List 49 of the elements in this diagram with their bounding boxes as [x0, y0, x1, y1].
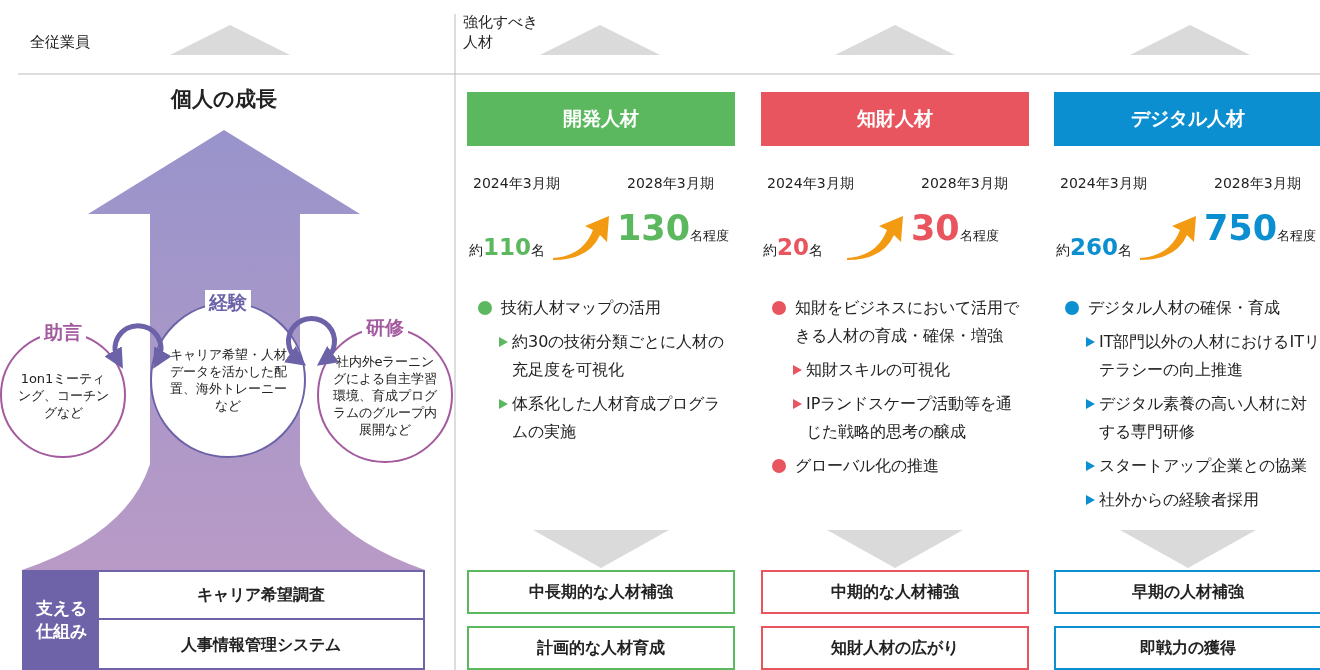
header-label: 全従業員	[30, 32, 91, 52]
header-bar: デジタル人材	[1054, 92, 1320, 146]
result-box: 中長期的な人材補強	[467, 570, 735, 614]
sub-bullet-text: スタートアップ企業との協業	[1099, 455, 1307, 477]
bullet-text: グローバル化の推進	[795, 455, 939, 477]
year-label: 2024年3月期	[767, 175, 854, 193]
circle-title: 助言	[40, 320, 86, 344]
bullet-text: 知財をビジネスにおいて活用できる人材の育成・確保・増強	[795, 297, 1020, 347]
result-box: 早期の人材補強	[1054, 570, 1320, 614]
circle-title: 経験	[205, 290, 251, 314]
side-label: 支える仕組み	[24, 572, 99, 668]
count-value: 約20名	[763, 233, 823, 262]
result-box: 知財人材の広がり	[761, 626, 1029, 670]
circle-text: 1on1ミーティング、コーチングなど	[16, 369, 110, 421]
arrow-heading: 個人の成長	[169, 86, 278, 112]
chevron-arrow	[1120, 530, 1256, 568]
sub-bullet-text: 社外からの経験者採用	[1099, 489, 1259, 511]
sub-bullet-text: 知財スキルの可視化	[806, 359, 950, 381]
cycle-arrow	[104, 323, 172, 369]
count-value: 30名程度	[911, 207, 999, 250]
chevron-arrow	[827, 530, 963, 568]
circle-title: 研修	[362, 315, 408, 339]
circle-text: 社内外eラーニングによる自主学習環境、育成プログラムのグループ内展開など	[333, 352, 437, 438]
result-box: 計画的な人材育成	[467, 626, 735, 670]
year-label: 2028年3月期	[1214, 175, 1301, 193]
count-value: 約260名	[1056, 233, 1132, 262]
sub-bullet-text: IPランドスケープ活動等を通じた戦略的思考の醸成	[806, 393, 1014, 443]
count-value: 130名程度	[617, 207, 730, 250]
year-label: 2028年3月期	[627, 175, 714, 193]
header-bar: 開発人材	[467, 92, 735, 146]
cycle-arrow	[283, 315, 340, 367]
header-label: 強化すべき人材	[463, 12, 539, 52]
result-box: 即戦力の獲得	[1054, 626, 1320, 670]
sub-bullet-text: 約30の技術分類ごとに人材の充足度を可視化	[512, 331, 726, 381]
circle-text: キャリア希望・人材データを活かした配置、海外トレーニーなど	[168, 346, 288, 414]
count-value: 750名程度	[1204, 207, 1317, 250]
year-label: 2024年3月期	[473, 175, 560, 193]
sub-bullet-text: IT部門以外の人材におけるITリテラシーの向上推進	[1099, 331, 1320, 381]
year-label: 2024年3月期	[1060, 175, 1147, 193]
count-value: 約110名	[469, 233, 545, 262]
year-label: 2028年3月期	[921, 175, 1008, 193]
header-bar: 知財人材	[761, 92, 1029, 146]
bullet-text: 技術人材マップの活用	[501, 297, 661, 319]
result-box: 中期的な人材補強	[761, 570, 1029, 614]
chevron-arrow	[533, 530, 669, 568]
sub-bullet-text: 体系化した人材育成プログラムの実施	[512, 393, 721, 443]
sub-bullet-text: デジタル素養の高い人材に対する専門研修	[1099, 393, 1308, 443]
bullet-text: デジタル人材の確保・育成	[1088, 297, 1280, 319]
support-table	[22, 570, 425, 670]
